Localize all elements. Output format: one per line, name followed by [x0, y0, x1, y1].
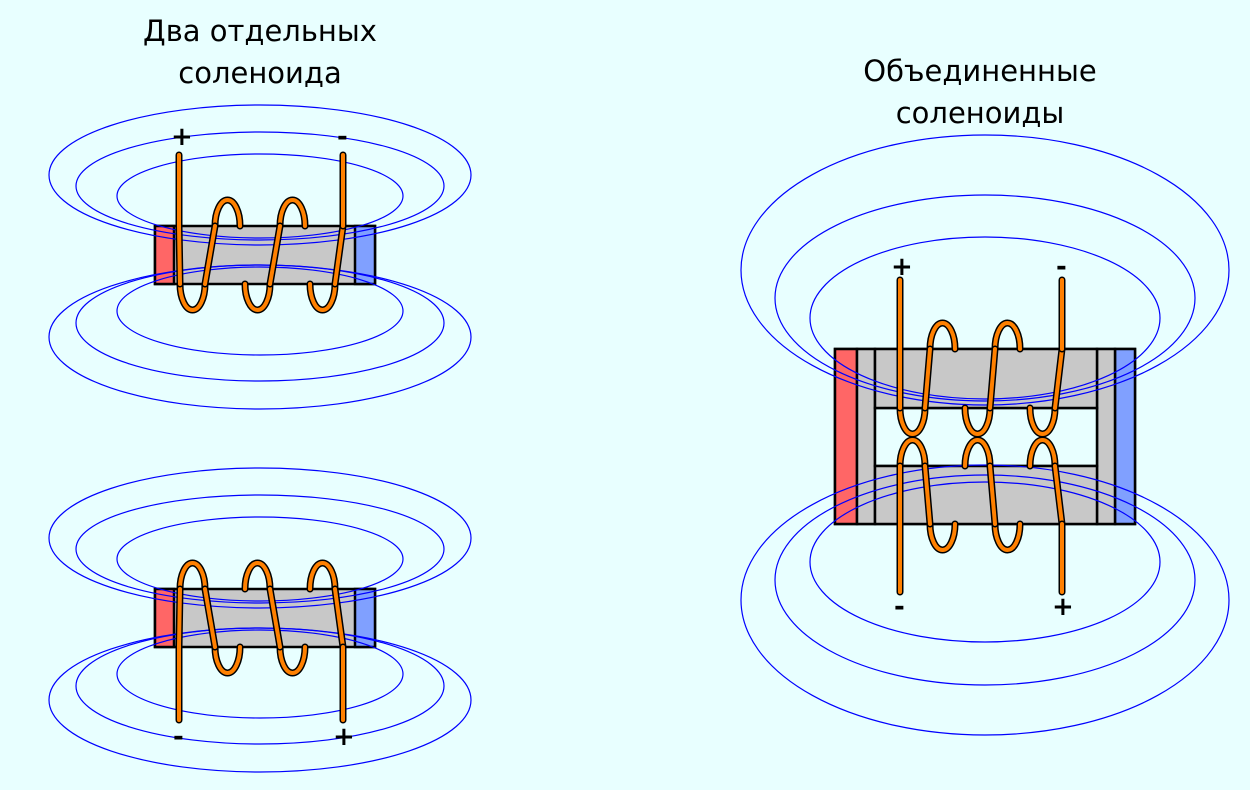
coil-wire	[213, 645, 242, 675]
coil-wire	[928, 321, 957, 351]
coil-wire	[177, 587, 182, 722]
right-title: Объединенные соленоиды	[830, 50, 1130, 134]
minus-terminal-label: -	[1056, 252, 1067, 282]
field-line	[75, 494, 445, 604]
core-right-yoke	[1095, 347, 1117, 526]
coil-wire	[213, 198, 242, 228]
coil-wire	[1028, 438, 1057, 468]
coil-wire	[177, 153, 182, 286]
left-title: Два отдельных соленоида	[110, 10, 410, 94]
coil-wire	[1028, 406, 1057, 436]
field-line	[774, 194, 1196, 402]
left-title-line1: Два отдельных	[143, 14, 377, 48]
field-line	[774, 474, 1196, 686]
coil-wire	[178, 282, 207, 312]
field-line	[48, 627, 472, 773]
south-pole	[353, 587, 377, 649]
coil-wire	[268, 224, 282, 286]
south-pole	[353, 224, 377, 286]
coil-wire	[308, 561, 337, 591]
coil-wire	[988, 347, 997, 410]
right-title-line2: соленоиды	[895, 96, 1065, 130]
field-line	[48, 264, 472, 410]
plus-terminal-label: +	[171, 122, 193, 152]
north-pole	[153, 587, 176, 649]
field-line	[740, 464, 1230, 736]
right-title-line1: Объединенные	[863, 54, 1097, 88]
field-line	[116, 516, 404, 602]
field-line	[740, 134, 1230, 406]
coil-wire	[1053, 347, 1064, 410]
coil-wire	[333, 587, 345, 649]
coil-wire	[203, 587, 217, 649]
coil-wire	[278, 645, 307, 675]
field-line	[809, 481, 1161, 643]
coil-wire	[993, 321, 1022, 351]
coil-wire	[898, 438, 927, 468]
minus-terminal-label: -	[337, 122, 348, 152]
coil-wire	[203, 224, 217, 286]
coil-wire	[308, 282, 337, 312]
coil-wire	[993, 522, 1022, 552]
coil-wire	[988, 464, 997, 526]
field-line	[116, 629, 404, 719]
plus-terminal-label: +	[891, 252, 913, 282]
coil-wire	[178, 561, 207, 591]
field-line	[75, 264, 445, 382]
left-title-line2: соленоида	[178, 56, 342, 90]
coil-wire	[333, 224, 345, 286]
coil-wire	[963, 438, 992, 468]
coil-wire	[963, 406, 992, 436]
field-line	[75, 627, 445, 745]
coil-wire	[243, 561, 272, 591]
north-pole	[153, 224, 176, 286]
coil-wire	[928, 522, 957, 552]
plus-terminal-label: +	[333, 722, 355, 752]
coil-wire	[243, 282, 272, 312]
coil-wire	[923, 464, 932, 526]
coil-wire	[898, 406, 927, 436]
minus-terminal-label: -	[173, 722, 184, 752]
coil-wire	[278, 198, 307, 228]
field-line	[75, 131, 445, 241]
coil-wire	[1053, 464, 1064, 526]
field-line	[116, 153, 404, 239]
field-line	[116, 266, 404, 356]
core-left-yoke	[855, 347, 877, 526]
coil-wire	[268, 587, 282, 649]
field-line	[48, 104, 472, 246]
field-line	[48, 467, 472, 609]
plus-terminal-label: +	[1052, 592, 1074, 622]
coil-wire	[923, 347, 932, 410]
minus-terminal-label: -	[894, 592, 905, 622]
field-line	[809, 236, 1161, 400]
